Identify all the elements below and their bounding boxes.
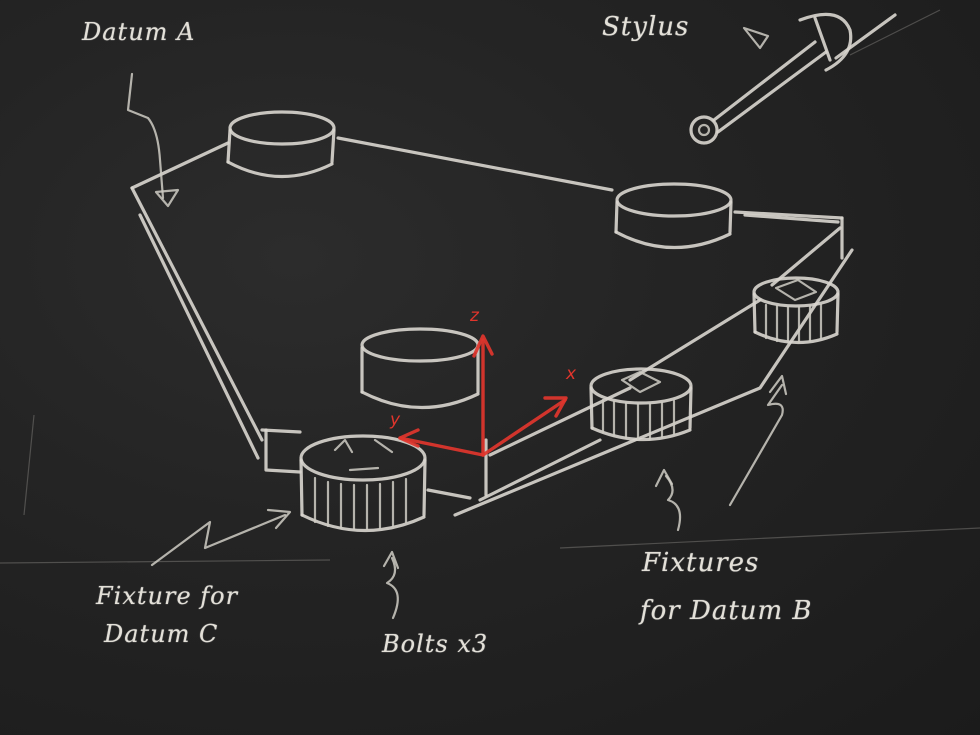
arrow-datum-c [150, 508, 292, 567]
datum-a-puck-left [226, 110, 336, 179]
label-fixtures-datum-b-line1: Fixtures [642, 548, 760, 578]
label-bolts: Bolts x3 [382, 630, 489, 658]
label-stylus: Stylus [602, 12, 690, 42]
arrow-bolts [382, 550, 400, 620]
axis-label-z: z [470, 306, 479, 326]
axis-label-y: y [390, 410, 401, 430]
fixture-datum-b-front [589, 367, 693, 442]
axis-label-x: x [566, 364, 577, 384]
label-datum-a: Datum A [82, 18, 196, 46]
stylus-icon [689, 12, 897, 145]
label-fixtures-datum-b-line2: for Datum B [640, 596, 813, 626]
arrow-datum-b-front [654, 468, 682, 532]
label-fixture-datum-c-line2: Datum C [104, 620, 219, 648]
y-axis-arrowhead [398, 428, 420, 448]
x-axis [481, 398, 567, 457]
fixture-datum-b-back [752, 276, 840, 345]
x-axis-arrowhead [543, 396, 568, 418]
plate-outline [130, 136, 854, 517]
z-axis-arrowhead [472, 334, 494, 358]
datum-a-puck-middle [360, 327, 480, 410]
datum-a-puck-right [614, 182, 733, 250]
label-fixture-datum-c-line1: Fixture for [96, 582, 239, 610]
y-axis [398, 436, 485, 457]
arrow-datum-a [126, 72, 180, 208]
fixture-datum-c [299, 434, 427, 533]
coordinate-axes [398, 334, 568, 457]
board-scratches [0, 9, 980, 564]
arrow-datum-b-back [728, 374, 788, 507]
